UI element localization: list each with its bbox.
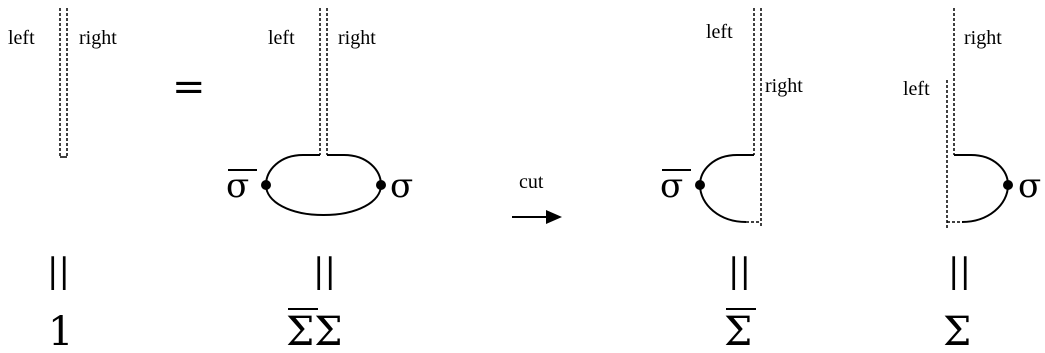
- svg-text:σ: σ: [660, 166, 683, 206]
- svg-text:Σ: Σ: [724, 309, 752, 353]
- sigma-bar-symbol: σ: [226, 166, 257, 206]
- label-left: left: [903, 78, 930, 100]
- label-left: left: [8, 27, 35, 49]
- vertical-equals: ||: [313, 251, 336, 291]
- label-right: right: [765, 75, 803, 97]
- loop-icon: [265, 154, 382, 217]
- double-line-icon: [319, 8, 328, 155]
- column-identity: left right || 1: [8, 8, 117, 353]
- vertex-dot-icon: [1003, 180, 1013, 190]
- half-loop-icon: [698, 154, 761, 223]
- label-right: right: [964, 27, 1002, 49]
- vertical-equals: ||: [948, 251, 971, 291]
- label-right: right: [79, 27, 117, 49]
- label-left: left: [268, 27, 295, 49]
- sigma-symbol: σ: [390, 166, 413, 206]
- double-line-icon: [59, 8, 68, 158]
- double-line-icon: [946, 8, 955, 228]
- vertex-dot-icon: [261, 180, 271, 190]
- sigma-bar-symbol: σ: [660, 166, 691, 206]
- vertical-equals: ||: [728, 251, 751, 291]
- sigma-big-bar: Σ: [724, 308, 756, 353]
- column-right-half: right left σ || Σ: [903, 8, 1041, 353]
- vertex-dot-icon: [376, 180, 386, 190]
- sigma-symbol: σ: [1018, 166, 1041, 206]
- svg-text:ΣΣ: ΣΣ: [286, 309, 343, 353]
- double-line-icon: [753, 8, 762, 228]
- sigma-product: ΣΣ: [286, 308, 343, 353]
- vertex-dot-icon: [695, 180, 705, 190]
- sigma-big: Σ: [943, 309, 971, 353]
- right-arrow-icon: [512, 210, 562, 224]
- svg-text:σ: σ: [226, 166, 249, 206]
- column-left-half: left right σ || Σ: [660, 8, 803, 353]
- label-right: right: [338, 27, 376, 49]
- label-cut: cut: [519, 171, 544, 193]
- column-loop: left right σ σ || ΣΣ: [226, 8, 413, 353]
- vertical-equals: ||: [47, 251, 70, 291]
- equals-sign: =: [172, 64, 206, 110]
- cut-operation: cut: [512, 171, 562, 224]
- label-left: left: [706, 21, 733, 43]
- value-one: 1: [48, 309, 73, 353]
- half-loop-icon: [947, 154, 1010, 223]
